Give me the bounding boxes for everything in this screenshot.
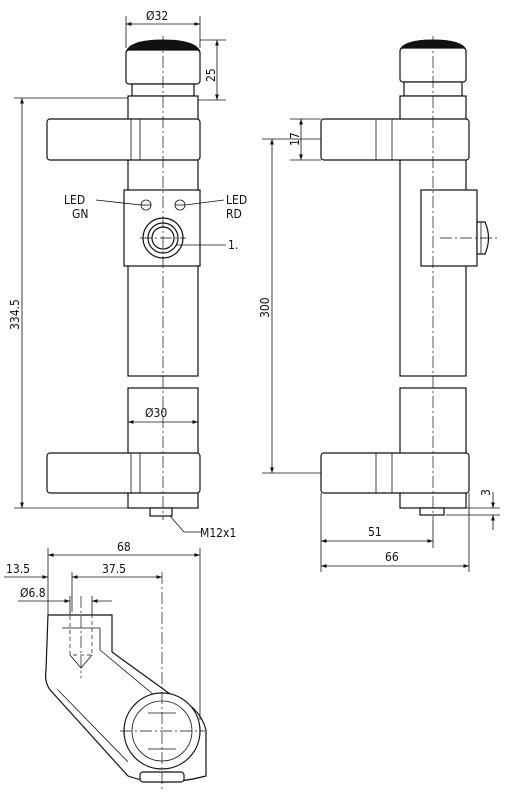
bottom-view: 68 13.5 37.5 Ø6.8 xyxy=(4,540,207,792)
side-connector xyxy=(419,507,445,516)
side-lower-arm xyxy=(320,452,470,494)
side-upper-arm xyxy=(320,118,470,161)
side-led-housing xyxy=(420,189,478,267)
dim-cap-height: 25 xyxy=(204,68,218,82)
dim-width-66: 66 xyxy=(385,550,399,564)
dim-hole-dia: Ø6.8 xyxy=(20,586,46,600)
hole-hidden xyxy=(69,614,93,656)
led-rd-label-2: RD xyxy=(226,207,242,221)
dim-overall-height: 334.5 xyxy=(8,299,22,330)
dim-dist-51: 51 xyxy=(368,525,382,539)
lower-clamp-arm xyxy=(46,452,201,494)
led-rd-label-1: LED xyxy=(226,193,247,207)
led-gn-label-2: GN xyxy=(72,207,88,221)
dim-dia-tube: Ø30 xyxy=(145,406,167,420)
dim-offset-small: 3 xyxy=(479,489,493,496)
dim-offset-13-5: 13.5 xyxy=(6,562,30,576)
upper-clamp-arm xyxy=(46,118,201,161)
connector-m12 xyxy=(149,507,173,517)
dim-dia-top: Ø32 xyxy=(146,9,168,23)
dim-thread: M12x1 xyxy=(200,526,236,540)
led-gn-label-1: LED xyxy=(64,193,85,207)
item-1-label: 1. xyxy=(228,238,238,252)
dim-rod-length: 300 xyxy=(258,297,272,318)
dim-dist-37-5: 37.5 xyxy=(102,562,126,576)
dim-width-68: 68 xyxy=(117,540,131,554)
front-view: Ø32 25 334.5 Ø30 LED GN LED RD 1. M12x1 xyxy=(8,9,247,540)
side-view: 17 300 3 51 66 xyxy=(258,36,500,572)
